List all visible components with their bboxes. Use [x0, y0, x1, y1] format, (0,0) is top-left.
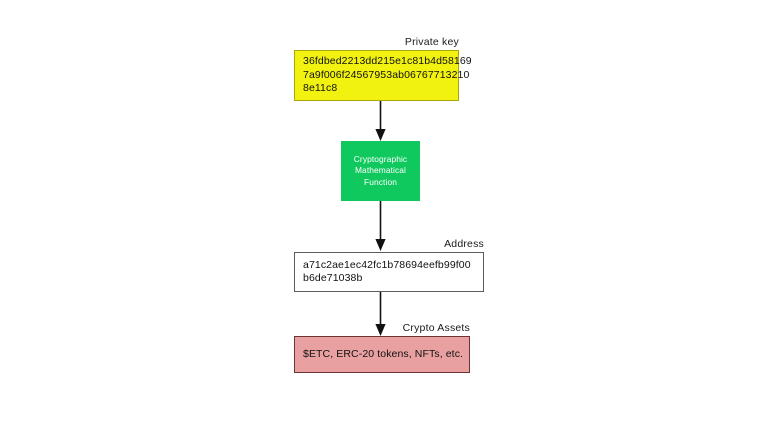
crypto-assets-line-1: $ETC, ERC-20 tokens, NFTs, etc. [303, 347, 464, 360]
address-line-2: b6de71038b [303, 272, 363, 284]
address-label: Address [444, 238, 484, 250]
address-line-1: a71c2ae1ec42fc1b78694eefb99f00 [303, 258, 471, 271]
private-key-line-2: 7a9f006f24567953ab06767713210 [303, 68, 470, 81]
cryptographic-function-node[interactable]: Cryptographic Mathematical Function [341, 141, 420, 201]
arrow-function-to-address [375, 201, 386, 251]
private-key-label: Private key [404, 36, 459, 48]
private-key-node[interactable]: 36fdbed2213dd215e1c81b4d58169 7a9f006f24… [294, 50, 472, 101]
crypto-assets-label: Crypto Assets [402, 322, 470, 334]
private-key-line-1: 36fdbed2213dd215e1c81b4d58169 [303, 55, 472, 68]
crypto-assets-node[interactable]: $ETC, ERC-20 tokens, NFTs, etc. [294, 336, 470, 373]
function-line-2: Mathematical [354, 165, 406, 176]
private-key-line-3: 8e11c8 [303, 82, 338, 95]
arrow-address-to-crypto-assets [375, 292, 386, 336]
address-node[interactable]: a71c2ae1ec42fc1b78694eefb99f00 b6de71038… [294, 252, 484, 292]
function-line-1: Cryptographic [353, 153, 408, 164]
function-line-3: Function [364, 176, 397, 187]
arrow-private-key-to-function [375, 101, 386, 141]
